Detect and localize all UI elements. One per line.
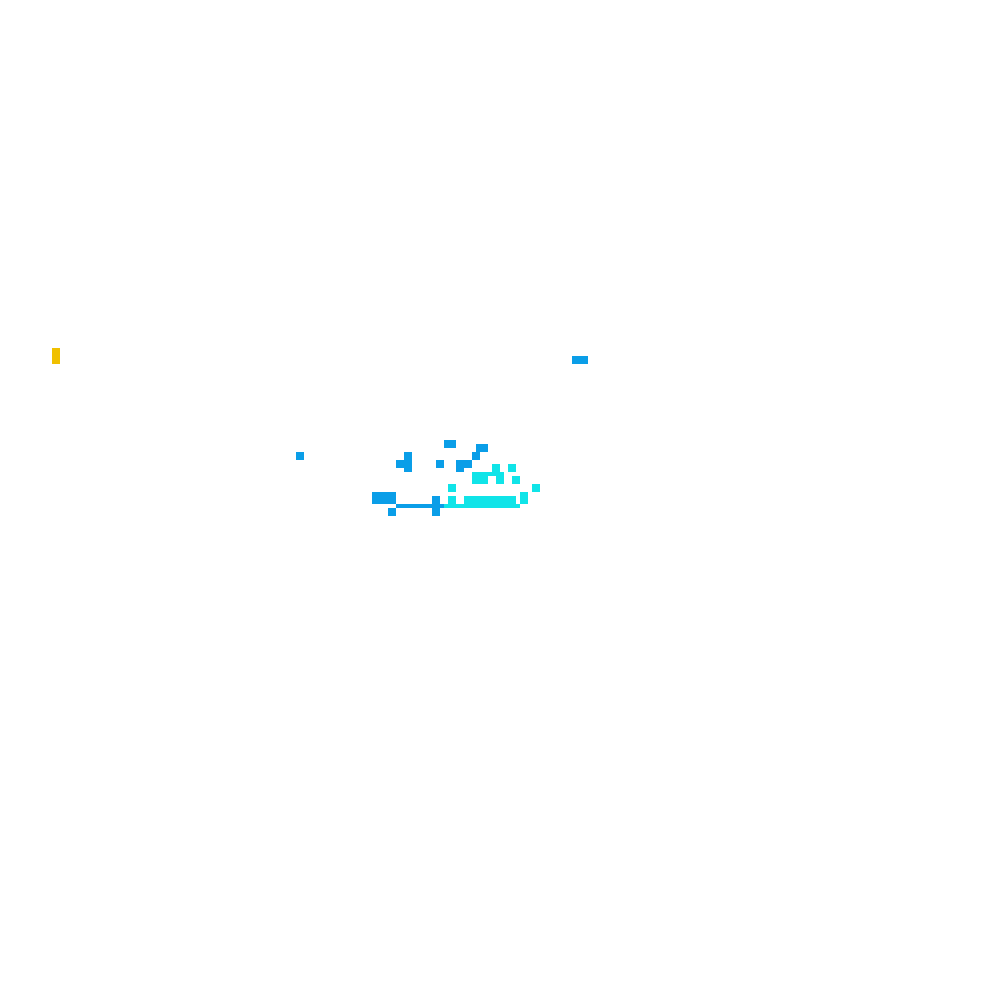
yellow-marker [52,348,60,364]
blue-pixel [396,460,404,468]
blue-block [372,492,396,504]
cyan-pixel [472,472,488,484]
blue-dash-right [572,356,588,364]
cyan-pixel [488,472,504,476]
blue-line [396,504,444,508]
cyan-pixel [520,492,528,504]
blue-dot-left [296,452,304,460]
blue-pixel [456,460,472,468]
blue-pixel [456,468,464,472]
cyan-pixel [448,484,456,492]
blue-pixel [436,460,444,468]
cyan-pixel [532,484,540,492]
blue-pixel [388,508,396,516]
cyan-pixel [512,476,520,484]
cyan-line [444,504,520,508]
cyan-pixel [508,464,516,472]
cyan-pixel [448,496,456,504]
blue-pixel [472,452,480,460]
blue-pixel [444,440,456,448]
cyan-pixel [492,464,500,472]
cyan-pixel [496,476,504,484]
blue-pixel [404,452,412,472]
cyan-pixel [464,496,516,504]
blue-pixel [432,496,440,516]
blue-pixel [476,444,488,452]
